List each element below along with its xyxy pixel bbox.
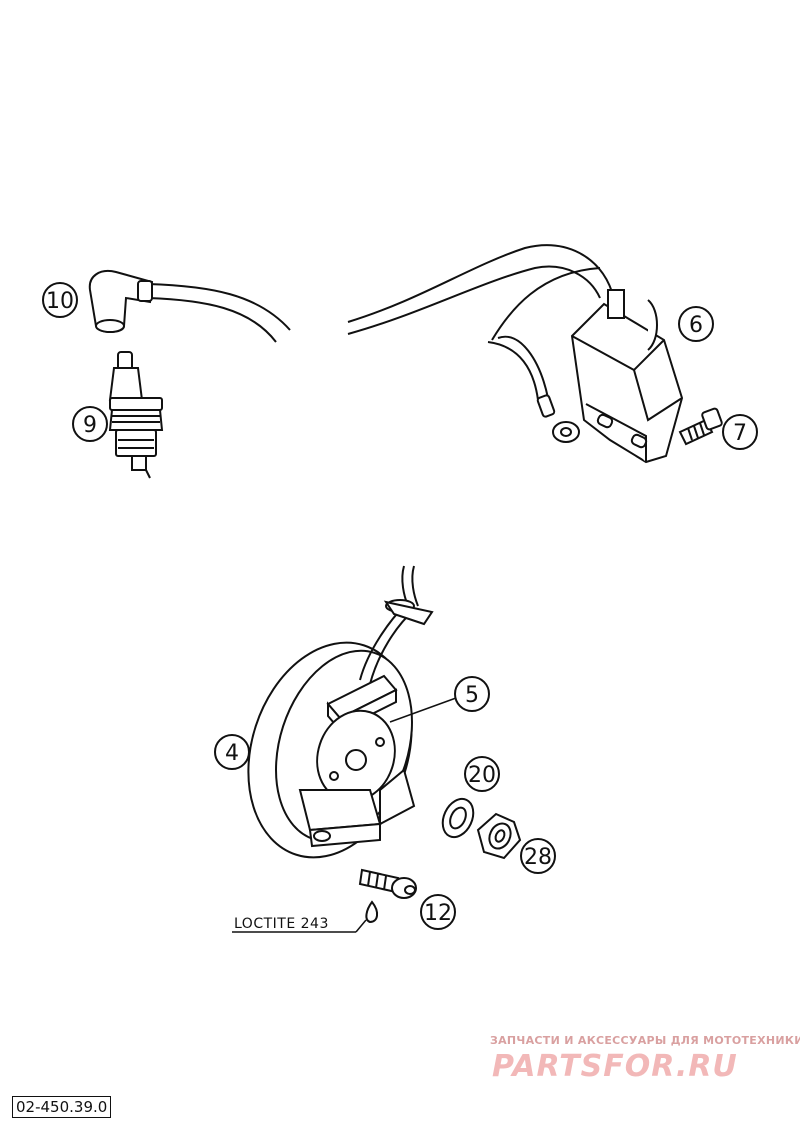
watermark-tagline: ЗАПЧАСТИ И АКСЕССУАРЫ ДЛЯ МОТОТЕХНИКИ <box>490 1034 800 1047</box>
coil-screw <box>678 407 723 446</box>
callout-20-label: 20 <box>468 763 496 788</box>
callout-20: 20 <box>464 756 500 792</box>
watermark-brand: PARTSFOR.RU <box>492 1049 738 1084</box>
callout-6-label: 6 <box>689 313 703 338</box>
callout-12-label: 12 <box>424 901 452 926</box>
callout-7-label: 7 <box>733 421 747 446</box>
spark-plug-cap <box>88 270 154 333</box>
callout-5: 5 <box>454 676 490 712</box>
callout-7: 7 <box>722 414 758 450</box>
loctite-note: LOCTITE 243 <box>234 916 329 932</box>
callout-12: 12 <box>420 894 456 930</box>
callout-5-label: 5 <box>465 683 479 708</box>
callout-9: 9 <box>72 406 108 442</box>
callout-9-label: 9 <box>83 413 97 438</box>
callout-10-label: 10 <box>46 289 74 314</box>
callout-10: 10 <box>42 282 78 318</box>
stator-assembly <box>247 565 434 859</box>
ignition-coil <box>487 289 684 464</box>
callout-28-label: 28 <box>524 845 552 870</box>
callout-4: 4 <box>214 734 250 770</box>
spark-plug <box>108 351 164 479</box>
stator-screw <box>358 868 417 924</box>
callout-6: 6 <box>678 306 714 342</box>
callout-4-label: 4 <box>225 741 239 766</box>
ht-cable <box>147 244 613 343</box>
document-code: 02-450.39.0 <box>12 1096 112 1118</box>
nut <box>476 812 522 860</box>
leader-lines <box>232 697 457 933</box>
callout-28: 28 <box>520 838 556 874</box>
washer <box>441 797 475 839</box>
